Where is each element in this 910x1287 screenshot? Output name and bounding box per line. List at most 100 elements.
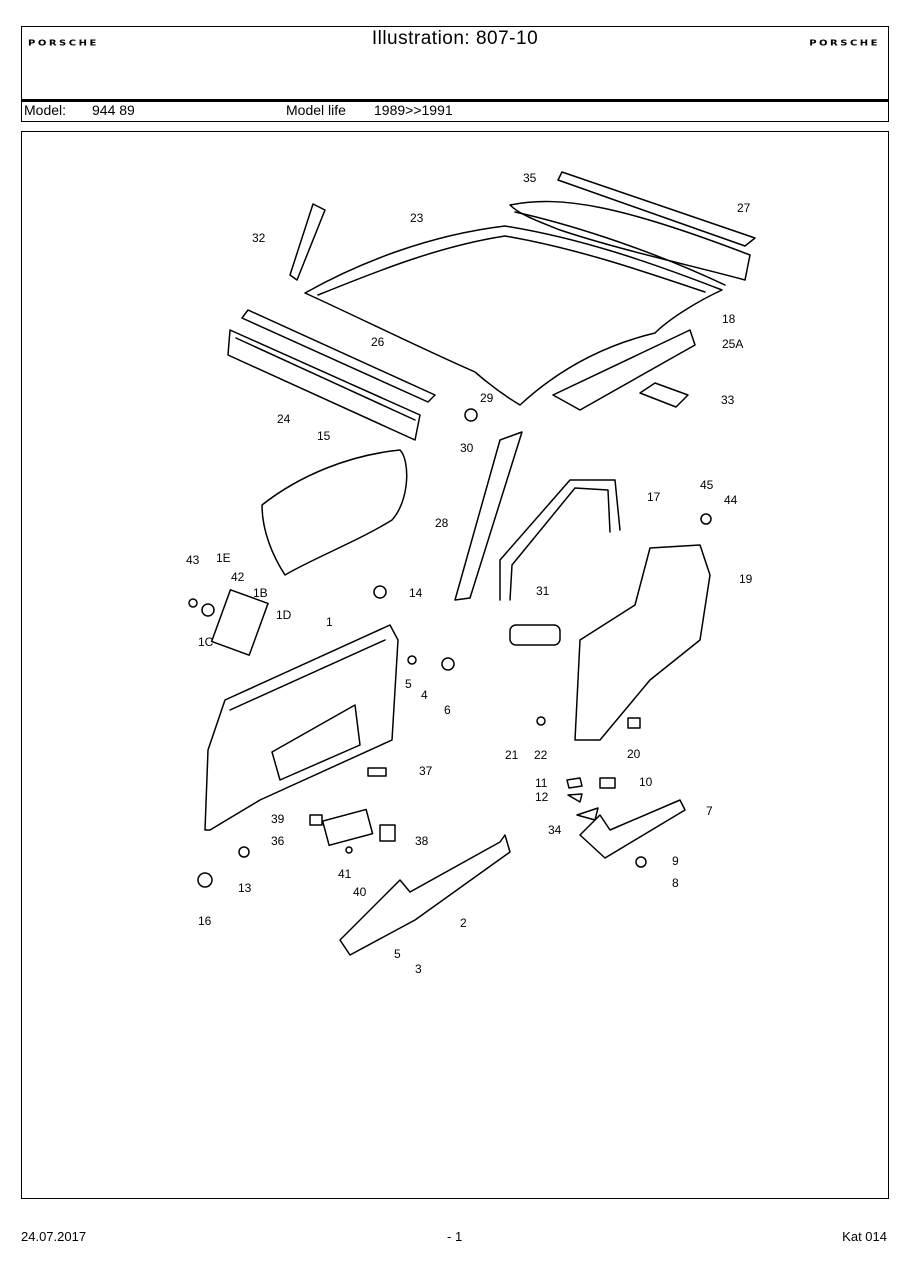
rear-sill-trim <box>579 799 686 859</box>
nut-30 <box>464 408 478 422</box>
callout-7: 7 <box>706 804 713 818</box>
porsche-logo-left: PORSCHE <box>28 39 99 48</box>
roof-side-rail <box>227 329 421 441</box>
callout-29: 29 <box>480 391 494 405</box>
clip-16 <box>197 872 213 888</box>
callout-36: 36 <box>271 834 285 848</box>
grommet-1c <box>201 603 215 617</box>
washer-5 <box>407 655 417 665</box>
plug-14 <box>373 585 387 599</box>
model-info-row: Model: 944 89 Model life 1989>>1991 <box>21 102 889 122</box>
callout-32: 32 <box>252 231 266 245</box>
illustration-frame <box>21 131 889 1199</box>
door-window-glass <box>261 449 408 576</box>
callout-43: 43 <box>186 553 200 567</box>
callout-6: 6 <box>444 703 451 717</box>
seal-strip <box>557 171 756 247</box>
callout-19: 19 <box>739 572 753 586</box>
door-frame-seal <box>499 479 621 601</box>
callout-4: 4 <box>421 688 428 702</box>
footer-catalog: Kat 014 <box>842 1229 887 1244</box>
clip-12 <box>567 793 583 803</box>
callout-25a: 25A <box>722 337 743 351</box>
callout-5b: 5 <box>394 947 401 961</box>
callout-17: 17 <box>647 490 661 504</box>
clip-39 <box>309 814 323 826</box>
callout-31: 31 <box>536 584 550 598</box>
footer-page-number: - 1 <box>447 1229 463 1244</box>
bracket-20 <box>627 717 641 729</box>
door-weatherstrip <box>454 431 523 601</box>
callout-37: 37 <box>419 764 433 778</box>
callout-11: 11 <box>535 776 548 790</box>
callout-20: 20 <box>627 747 641 761</box>
callout-35: 35 <box>523 171 537 185</box>
door-trim-panel <box>204 624 399 831</box>
model-label: Model: <box>24 102 67 118</box>
callout-1e: 1E <box>216 551 231 565</box>
callout-27: 27 <box>737 201 751 215</box>
callout-15: 15 <box>317 429 331 443</box>
headliner-strip <box>241 309 436 403</box>
callout-2: 2 <box>460 916 467 930</box>
washer-9 <box>635 856 647 868</box>
clip-37 <box>367 767 387 777</box>
clip-13 <box>238 846 250 858</box>
grab-handle <box>639 382 689 408</box>
callout-13: 13 <box>238 881 252 895</box>
a-pillar-trim <box>289 203 326 281</box>
callout-18: 18 <box>722 312 736 326</box>
switch-panel-36 <box>321 808 374 847</box>
clip-11 <box>566 777 583 789</box>
porsche-logo-right: PORSCHE <box>809 39 880 48</box>
callout-1c: 1C <box>198 635 214 649</box>
callout-28: 28 <box>435 516 449 530</box>
header-divider <box>21 99 889 102</box>
callout-39: 39 <box>271 812 285 826</box>
callout-44: 44 <box>724 493 738 507</box>
rear-quarter-trim <box>552 329 696 411</box>
callout-42: 42 <box>231 570 245 584</box>
callout-33: 33 <box>721 393 735 407</box>
callout-5: 5 <box>405 677 412 691</box>
footer-date: 24.07.2017 <box>21 1229 87 1244</box>
bracket-38 <box>379 824 396 842</box>
callout-12: 12 <box>535 790 549 804</box>
callout-41: 41 <box>338 867 352 881</box>
washer-22 <box>536 716 546 726</box>
callout-14: 14 <box>409 586 423 600</box>
washer-45 <box>700 513 712 525</box>
callout-1b: 1B <box>253 586 268 600</box>
callout-9: 9 <box>672 854 679 868</box>
model-life-value: 1989>>1991 <box>374 102 453 118</box>
roof-panel <box>304 225 723 406</box>
callout-30: 30 <box>460 441 474 455</box>
callout-23: 23 <box>410 211 424 225</box>
rear-quarter-panel <box>574 544 711 741</box>
callout-26: 26 <box>371 335 385 349</box>
nut-6 <box>441 657 455 671</box>
callout-24: 24 <box>277 412 291 426</box>
callout-16: 16 <box>198 914 212 928</box>
door-sill-trim <box>339 834 511 956</box>
clip-43 <box>188 598 198 608</box>
page-title: Illustration: 807-10 <box>371 28 539 49</box>
callout-38: 38 <box>415 834 429 848</box>
model-value: 944 89 <box>92 102 135 118</box>
callout-10: 10 <box>639 775 653 789</box>
callout-21: 21 <box>505 748 519 762</box>
callout-40: 40 <box>353 885 367 899</box>
model-life-label: Model life <box>286 102 346 118</box>
parts-diagram: 35 27 23 32 18 26 25A 33 24 29 30 15 17 … <box>186 171 756 976</box>
callout-1d: 1D <box>276 608 292 622</box>
callout-34: 34 <box>548 823 562 837</box>
rear-roof-channel <box>509 200 751 281</box>
callout-45: 45 <box>700 478 714 492</box>
callout-22: 22 <box>534 748 548 762</box>
clip-41 <box>345 846 353 854</box>
handle-31 <box>509 624 561 646</box>
callout-8: 8 <box>672 876 679 890</box>
header-box: PORSCHE Illustration: 807-10 PORSCHE <box>21 26 889 101</box>
callout-1: 1 <box>326 615 333 629</box>
speaker-grille-frame <box>210 589 269 656</box>
